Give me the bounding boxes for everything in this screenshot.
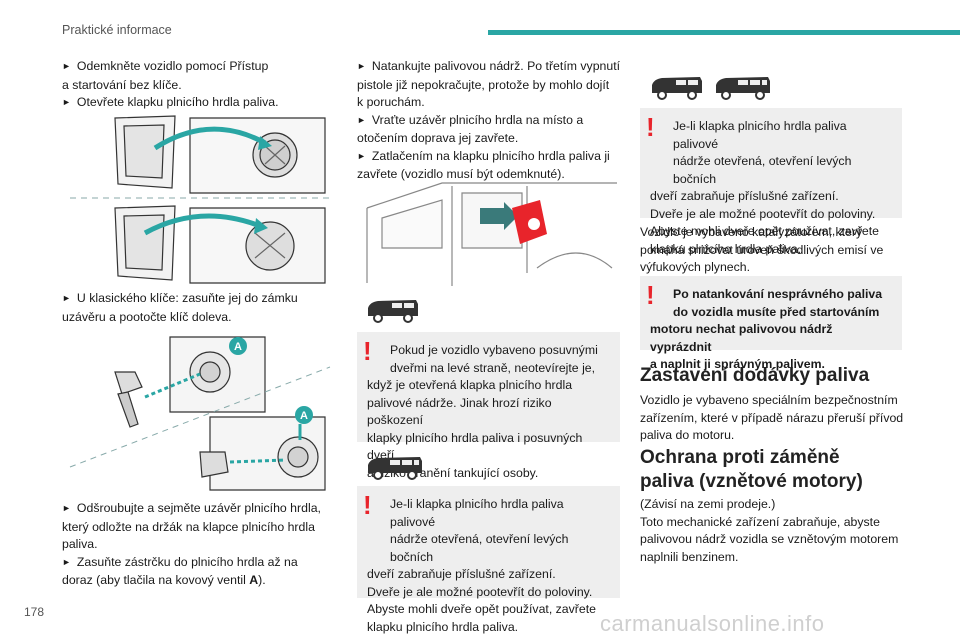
warning-mark-icon: !: [363, 490, 372, 520]
van-long-icon: [368, 457, 422, 480]
callout-a-bottom-label: A: [300, 410, 308, 422]
fuel-flap-open-bottom: [114, 205, 326, 284]
column-1-bottom: Odšroubujte a sejměte uzávěr plnicího hr…: [62, 500, 347, 590]
step-open-flap: Otevřete klapku plnicího hrdla paliva.: [62, 94, 342, 113]
warning-panel-door-lock: ! Je-li klapka plnicího hrdla paliva pal…: [640, 108, 902, 256]
warning-mark-icon: !: [363, 336, 372, 366]
van-long-icon: [716, 77, 770, 100]
header-accent-bar: [488, 30, 960, 35]
warning-panel-door-lock-2: ! Je-li klapka plnicího hrdla paliva pal…: [357, 486, 620, 634]
section-title: Praktické informace: [62, 23, 172, 37]
page-number: 178: [24, 605, 45, 619]
door-slide-arrow: [480, 202, 518, 230]
step-unlock: Odemkněte vozidlo pomocí Přístup: [62, 58, 342, 77]
callout-a-top: [229, 337, 247, 355]
arrow-open-top: [153, 126, 267, 151]
warning-panel-wrong-fuel: ! Po natankování nesprávného paliva do v…: [640, 276, 902, 371]
column-2-top: Natankujte palivovou nádrž. Po třetím vy…: [357, 58, 622, 184]
heading-misfuel: Ochrana proti záměně paliva (vznětové mo…: [640, 447, 863, 492]
column-1-top: Odemkněte vozidlo pomocí Přístup a start…: [62, 58, 342, 113]
arrow-open-bottom: [143, 213, 261, 236]
van-short-icon: [652, 77, 702, 100]
warning-mark-icon: !: [646, 112, 655, 142]
column-1-key: U klasického klíče: zasuňte jej do zámku…: [62, 290, 342, 326]
misfuel-paragraph: (Závisí na zemi prodeje.) Toto mechanick…: [640, 497, 899, 564]
watermark: carmanualsonline.info: [600, 611, 825, 636]
heading-fuel-cut: Zastavení dodávky paliva: [640, 365, 870, 386]
van-side-door-illustration: [366, 182, 617, 286]
warning-panel-sliding-door: ! Pokud je vozidlo vybaveno posuvnými dv…: [357, 332, 620, 480]
callout-a-top-label: A: [234, 341, 242, 353]
catalyst-paragraph: Vozidlo je vybaveno katalyzátorem, který…: [640, 225, 884, 274]
fuel-cap-key-illustration: A A: [69, 336, 331, 491]
van-short-icon: [368, 300, 418, 323]
warning-mark-icon: !: [646, 280, 655, 310]
fuel-cut-paragraph: Vozidlo je vybaveno speciálním bezpečnos…: [640, 393, 904, 442]
callout-a-bottom: [295, 406, 313, 424]
fuel-flap-illustration: [70, 115, 330, 284]
